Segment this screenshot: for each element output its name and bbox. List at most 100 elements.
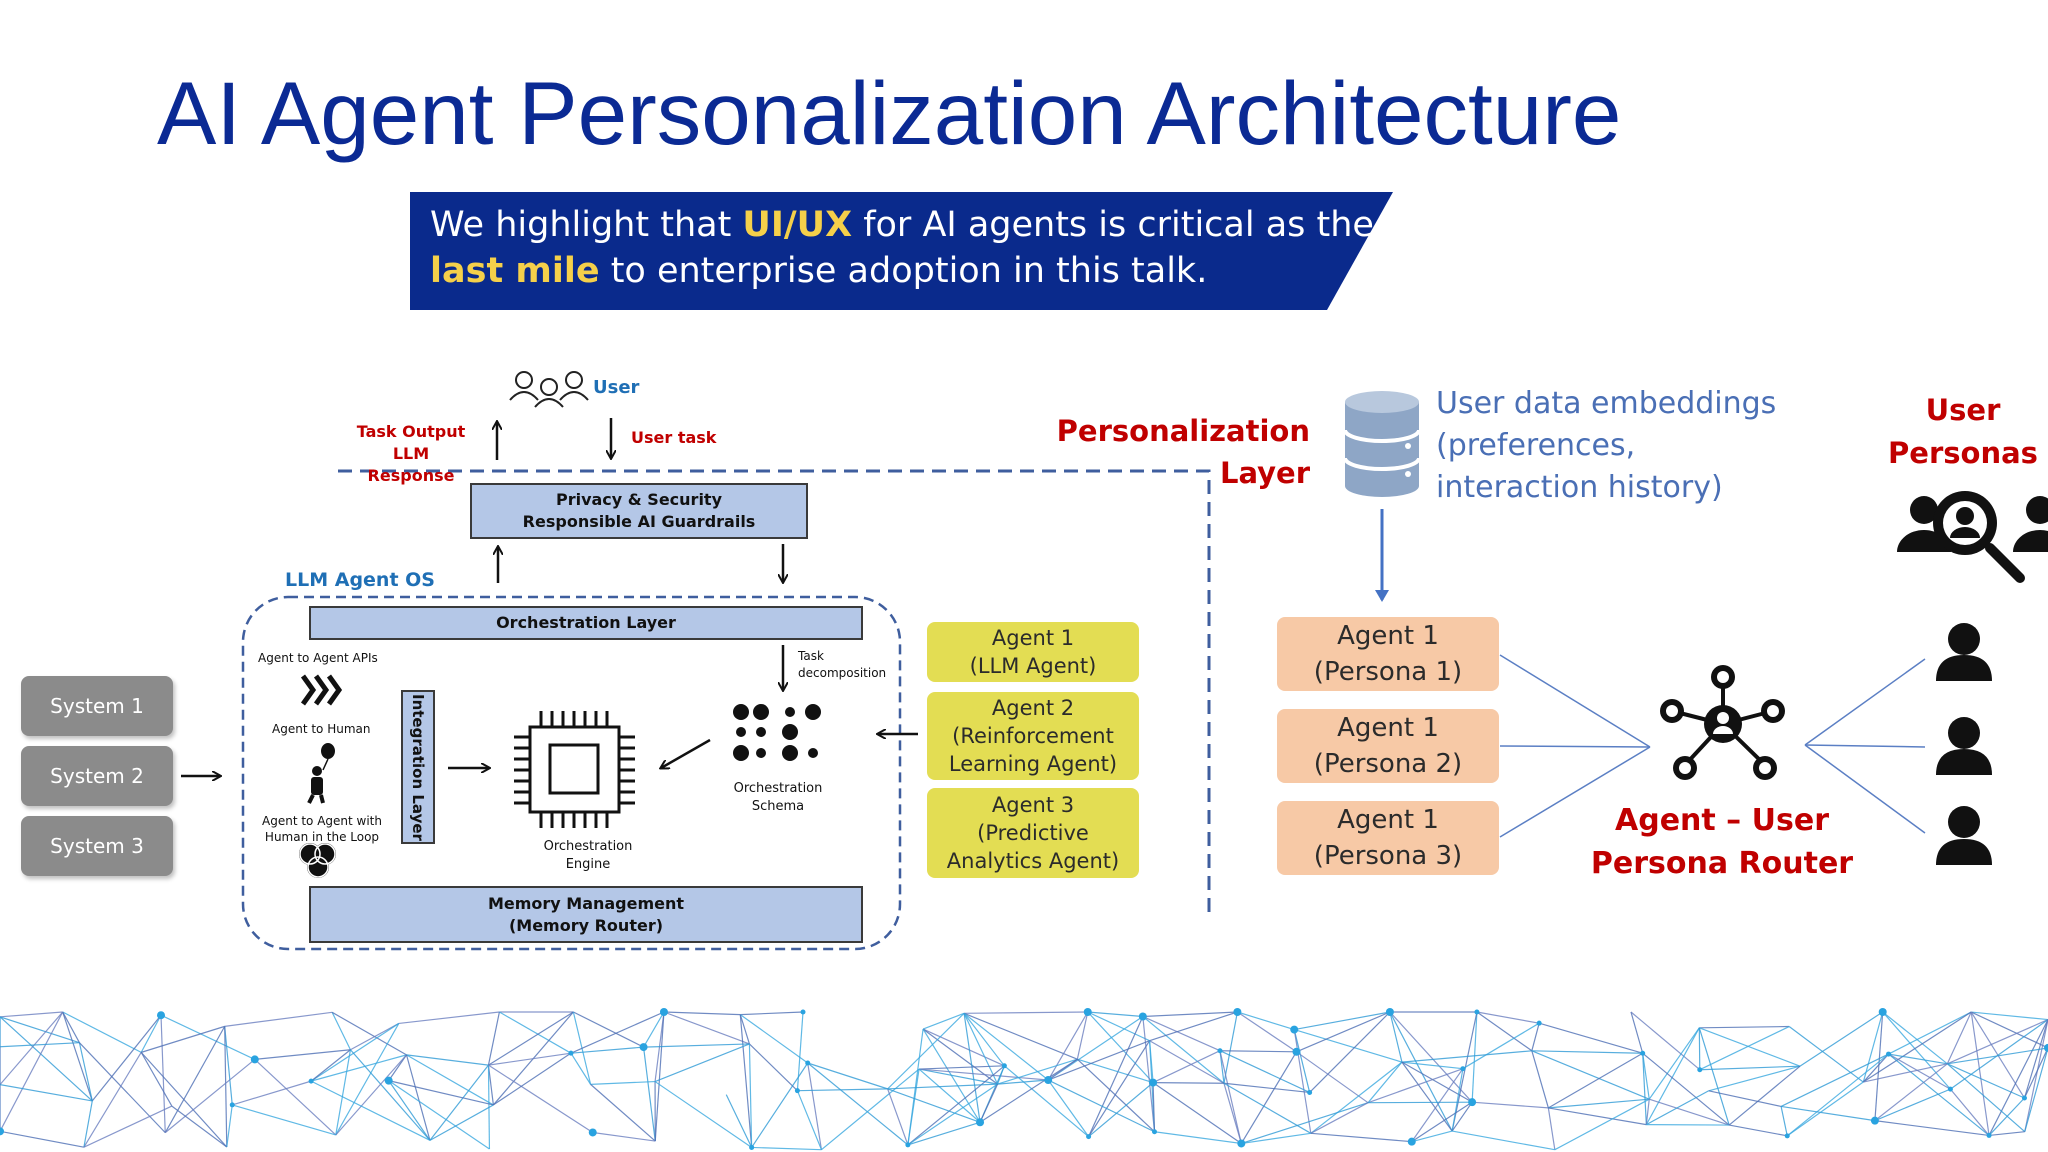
mesh-line [1411,1101,1473,1143]
arrow-left [661,738,711,768]
mesh-line [349,1049,431,1141]
banner-line-2: last mile to enterprise adoption in this… [430,251,1207,291]
agent-line: Agent 1 [991,626,1075,650]
persona-agent-line: (Persona 2) [1313,749,1463,779]
mesh-line [232,1104,336,1136]
mesh-line [335,1023,400,1136]
task-decomposition-line: Task [798,649,824,663]
mesh-line [887,1083,998,1090]
mesh-node [794,1088,800,1094]
agent-line: Agent 2 [991,696,1075,720]
mesh-node [1138,1012,1147,1021]
router-label-line: Agent – User [1615,803,1829,838]
integration-layer-box: Integration Layer [401,690,435,844]
schema-line: Schema [751,799,805,814]
mesh-line [62,1011,80,1043]
persona-search-icon [1897,491,2048,583]
persona-agent-3-box: Agent 1 (Persona 3) [1277,801,1499,875]
mesh-line [918,1068,1049,1081]
mesh-line [62,1011,142,1053]
mesh-line [1988,1131,2025,1137]
persona-agent-2-box: Agent 1 (Persona 2) [1277,709,1499,783]
mesh-line [751,1062,809,1148]
mesh-line [1219,1050,1297,1053]
mesh-line [224,1026,228,1147]
mesh-line [310,1049,351,1082]
mesh-line [310,1022,400,1082]
task-decomposition-line: decomposition [798,666,887,680]
mesh-line [160,1014,256,1060]
mesh-line [922,1028,998,1085]
mesh-line [1547,1107,1556,1150]
mesh-node [1044,1076,1053,1085]
mesh-line [1241,1132,1311,1145]
mesh-line [643,1011,665,1048]
mesh-line [1786,1053,1889,1137]
cpu-chip-icon [514,711,635,828]
mesh-line [1310,1132,1412,1143]
mesh-line [388,1080,494,1106]
memory-box-line: (Memory Router) [508,915,664,935]
orchestration-layer-label: Orchestration Layer [496,613,676,632]
mesh-line [1389,1011,1403,1063]
mesh-line [807,1062,823,1150]
mesh-node [1468,1098,1477,1107]
integration-layer-label: Integration Layer [409,693,427,841]
mesh-line [1367,1061,1403,1104]
mesh-node [1151,1129,1157,1135]
mesh-node [805,1060,811,1066]
mesh-line [997,1079,1049,1085]
mesh-line [663,1011,750,1045]
mesh-line [1531,1050,1549,1109]
embeddings-line: (preferences, [1436,428,1636,463]
agent-line: (LLM Agent) [969,654,1097,678]
mesh-line [1411,1130,1453,1143]
agent-to-agent-label: Agent to Agent APIs [258,651,378,665]
mesh-line [488,1064,594,1133]
mesh-line [1368,1101,1473,1104]
mesh-line [1548,1052,1643,1109]
mesh-node [0,1127,4,1136]
mesh-line [1240,1051,1297,1144]
mesh-line [1087,1011,1150,1042]
orchestration-layer-box: Orchestration Layer [309,606,863,640]
mesh-line [1971,1011,2048,1021]
mesh-line [1142,1011,1238,1018]
mesh-line [1047,1079,1090,1137]
mesh-line [1531,1023,1540,1051]
mesh-line [429,1104,494,1141]
mesh-node [250,1055,259,1064]
mesh-node [1697,1067,1703,1073]
mesh-line [643,1043,750,1048]
mesh-node [308,1078,314,1084]
mesh-line [1401,1061,1463,1070]
mesh-line [1642,1053,1650,1100]
personalization-border [338,469,1211,920]
banner-text: We highlight that [430,205,743,245]
memory-management-box: Memory Management (Memory Router) [309,886,863,943]
mesh-line [1862,1053,1889,1083]
agent-line: Agent 3 [991,793,1075,817]
mesh-line [654,1011,665,1142]
banner-line-1: We highlight that UI/UX for AI agents is… [430,205,1374,245]
mesh-line [797,1088,888,1092]
mesh-line [1554,1098,1650,1151]
mesh-node [800,1009,806,1015]
mesh-line [1548,1107,1647,1126]
mesh-line [1401,1061,1453,1132]
person-icon [1936,623,1992,681]
system-1-box: System 1 [21,676,173,736]
mesh-node [1536,1020,1542,1026]
mesh-node [1001,1063,1007,1069]
engine-line: Engine [565,857,611,872]
mesh-line [0,1084,93,1102]
mesh-line [493,1052,572,1106]
mesh-line [226,1104,233,1148]
mesh-line [821,1068,920,1151]
router-label: Agent – User Persona Router [1582,799,1862,885]
mesh-node [1886,1051,1892,1057]
mesh-line [1152,1082,1156,1132]
person-icon [1936,717,1992,775]
mesh-node [1640,1050,1646,1056]
mesh-line [1241,1102,1369,1145]
